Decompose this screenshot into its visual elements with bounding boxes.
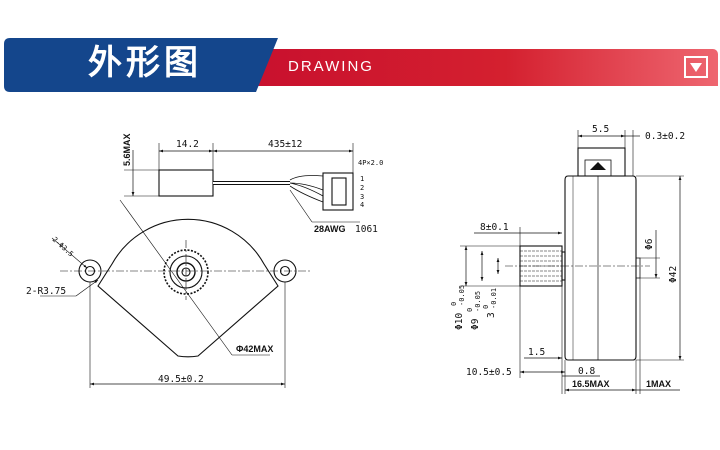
banner-background [4,38,718,92]
dim-housing-width: 14.2 [176,139,199,150]
dropdown-button[interactable] [684,56,708,78]
pin-1: 1 [360,175,364,183]
dim-shaft-group: 3 0 -0.01 [482,288,498,318]
dim-width: 49.5±0.2 [158,374,204,385]
motor-body [564,175,637,361]
dim-step: 1.5 [528,347,545,358]
page-title: 外形图 [88,43,202,83]
dim-pilot-label: Φ9 [470,318,481,330]
pin-3: 3 [360,193,364,201]
shaft [176,262,196,282]
dim-shaft-lower: -0.01 [490,288,498,309]
dim-shaft-upper: 0 [482,305,490,309]
dim-lead-length: 435±12 [268,139,302,150]
header-banner: 外形图 DRAWING [0,0,720,100]
dim-connector-pitch: 4P×2.0 [358,159,383,167]
dim-flange: 0.8 [578,366,595,377]
triangle-down-icon [690,63,702,72]
side-view [460,130,684,394]
dim-boss-lower: -0.05 [458,285,466,306]
dim-boss-height: 1MAX [646,379,671,389]
dim-pilot-lower: -0.05 [474,291,482,312]
dim-boss-upper: 0 [450,302,458,306]
lead-housing [158,169,214,197]
wire-code: 1061 [355,224,378,235]
dim-shaft-label: 3 [486,312,497,318]
page-subtitle: DRAWING [288,58,374,75]
pin-4: 4 [360,201,364,209]
dim-shaft-small: Φ6 [644,238,655,250]
dim-lug-radius: 2-R3.75 [26,286,66,297]
technical-drawing: 49.5±0.2 Φ42MAX 2-R3.75 2-Φ3.5 14.2 5.6M… [26,124,685,394]
dim-boss-label: Φ10 [454,313,465,330]
dim-boss-group: Φ10 0 -0.05 [450,285,466,330]
dim-body-diameter: Φ42MAX [236,344,273,354]
motor-outline [97,218,279,358]
wire-spec: 28AWG [314,224,346,234]
dim-housing-top: 5.5 [592,124,609,135]
blue-tab [4,38,278,92]
dim-pilot-upper: 0 [466,308,474,312]
dim-body: Φ42 [668,266,679,283]
connector [322,172,354,211]
pin-2: 2 [360,184,364,192]
dim-body-length: 16.5MAX [572,379,610,389]
dim-gear: 8±0.1 [480,222,509,233]
dim-gear-length: 10.5±0.5 [466,367,512,378]
dim-holes: 2-Φ3.5 [51,236,75,259]
dim-height-max: 5.6MAX [122,133,132,166]
front-view [40,143,360,388]
red-band [246,49,718,86]
dim-gap: 0.3±0.2 [645,131,685,142]
dim-pilot-group: Φ9 0 -0.05 [466,291,482,330]
